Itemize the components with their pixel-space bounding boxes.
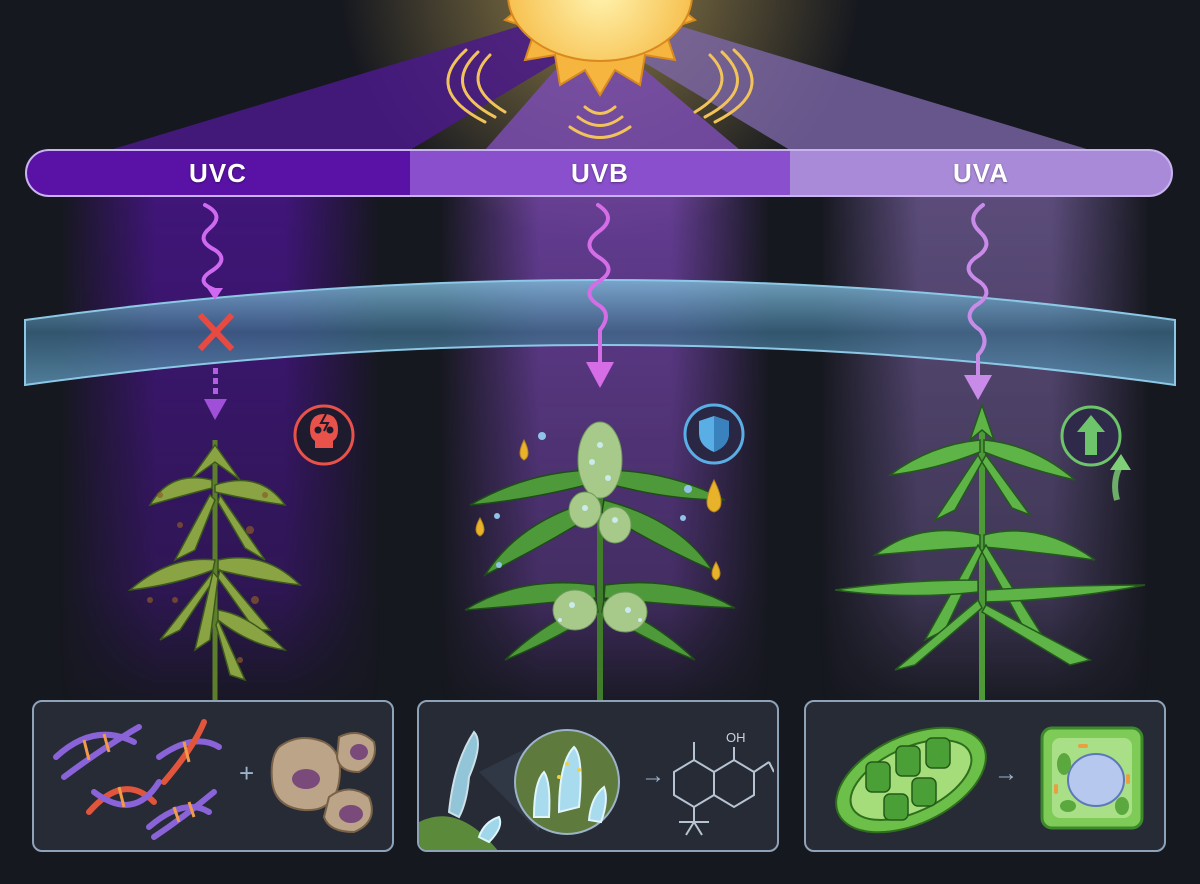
flowering-plant-illustration bbox=[464, 421, 736, 700]
uvb-wavy-arrow bbox=[587, 203, 611, 372]
uvc-effect-panel: + bbox=[32, 700, 394, 852]
uvc-wavy-arrow bbox=[201, 203, 224, 292]
band-label-uvb: UVB bbox=[571, 157, 629, 188]
cannabinoid-molecule-icon: OH bbox=[673, 730, 774, 836]
band-label-uvc: UVC bbox=[189, 157, 247, 188]
dna-broken-icon: + bbox=[53, 719, 376, 840]
up-arrow-icon bbox=[1060, 405, 1122, 467]
spectrum-bar bbox=[25, 149, 1173, 197]
damaged-plant-illustration bbox=[127, 440, 303, 700]
uvc-beam bbox=[110, 20, 560, 150]
x-mark-icon bbox=[197, 312, 235, 352]
chloroplast-icon bbox=[835, 726, 987, 834]
growth-arrow-icon bbox=[1110, 454, 1131, 501]
uva-wavy-arrow bbox=[966, 203, 989, 385]
healthy-plant-illustration bbox=[834, 402, 1146, 700]
arrow-right-icon: → bbox=[641, 762, 665, 789]
uva-beam bbox=[640, 20, 1090, 150]
uva-effect-panel: → bbox=[804, 700, 1166, 852]
resin-droplets-icon bbox=[475, 438, 722, 581]
arrow-right-icon: → bbox=[994, 760, 1018, 787]
trichome-magnified-icon bbox=[419, 729, 620, 850]
skull-lightning-icon bbox=[293, 404, 355, 466]
band-label-uva: UVA bbox=[953, 157, 1009, 188]
radiation-waves-icon bbox=[446, 48, 754, 139]
uvb-effect-panel: → OH bbox=[417, 700, 779, 852]
sun-icon bbox=[502, 0, 698, 97]
svg-text:+: + bbox=[239, 758, 254, 788]
plant-cell-icon bbox=[1040, 726, 1144, 830]
molecule-label: OH bbox=[726, 730, 746, 745]
shield-icon bbox=[683, 403, 745, 465]
dashed-arrow-icon bbox=[204, 368, 227, 420]
